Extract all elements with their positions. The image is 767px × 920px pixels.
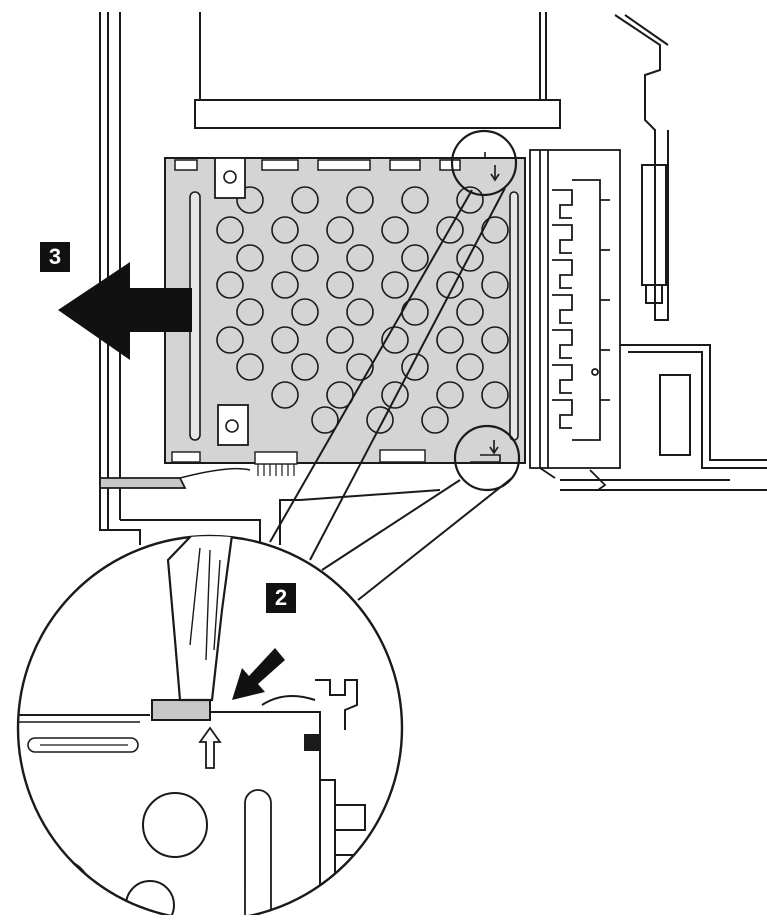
flat-screwdriver-icon [166, 536, 234, 702]
upper-bracket [194, 99, 561, 129]
pull-tab [99, 477, 187, 489]
callout-circle-top [450, 129, 518, 197]
arrow-up-outline-icon [198, 726, 222, 769]
step-badge-2: 2 [266, 583, 296, 613]
chassis-frame [99, 12, 767, 545]
zoom-detail [16, 534, 404, 920]
screw-mount-bottom [217, 404, 249, 446]
drive-holes [216, 186, 509, 434]
step-badge-3: 3 [40, 242, 70, 272]
latch-tab [151, 699, 211, 721]
drive-connector [529, 149, 621, 491]
magnifier-beams [269, 187, 513, 601]
arrow-left-icon [58, 262, 192, 360]
screw-mount-top [214, 157, 246, 199]
callout-circle-bottom [453, 424, 521, 492]
arrow-down-left-icon [232, 648, 285, 700]
side-slot [659, 374, 691, 456]
